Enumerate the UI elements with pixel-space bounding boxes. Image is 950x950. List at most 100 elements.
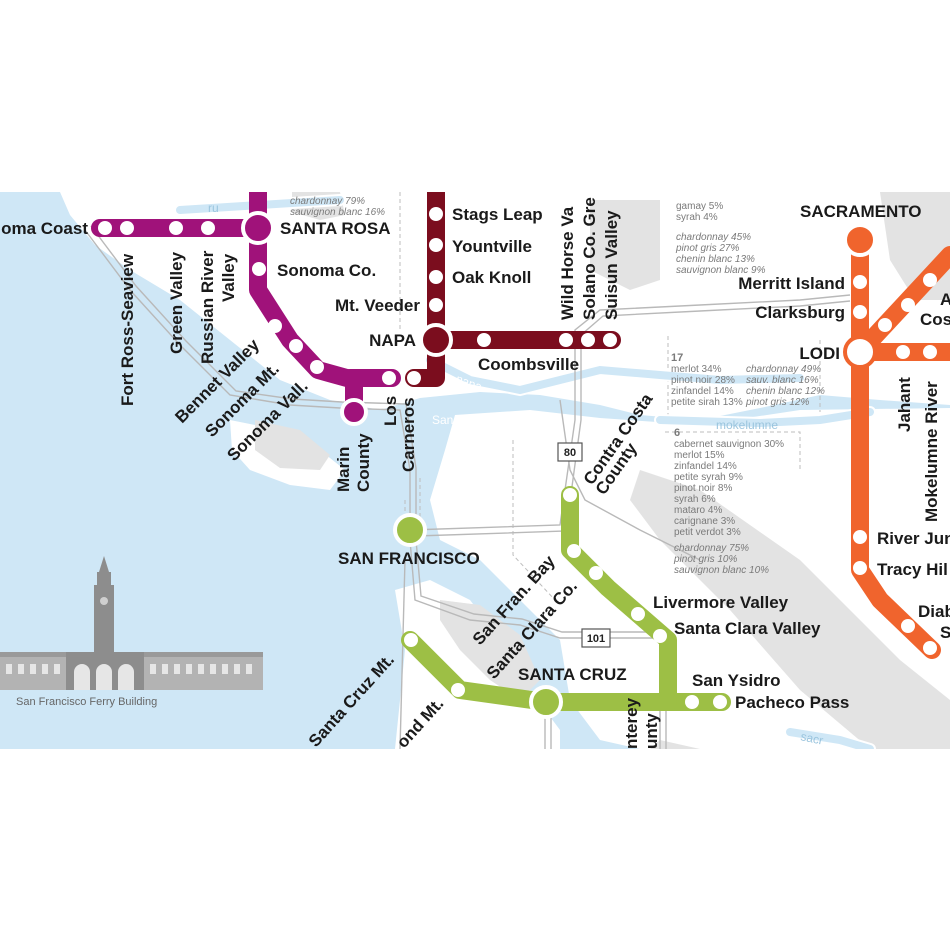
station-dot[interactable] [853,275,867,289]
station-dot[interactable] [451,683,465,697]
hub-stations [241,211,877,719]
label-livermore-valley: Livermore Valley [653,593,789,612]
label-sonoma-coast: oma Coast [1,219,88,238]
hub-santa-rosa[interactable] [241,211,275,245]
station-dot[interactable] [429,270,443,284]
water-label-mokelumne: mokelumne [716,418,778,432]
station-dot[interactable] [853,561,867,575]
stat-line: chardonnay 45% [676,232,751,243]
label-monterey-2: unty [642,713,661,749]
label-napa: NAPA [369,331,416,350]
stat-line: sauvignon blanc 16% [290,207,385,218]
station-dot[interactable] [289,339,303,353]
station-dot[interactable] [713,695,727,709]
station-dot[interactable] [896,345,910,359]
station-dot[interactable] [853,530,867,544]
label-river-jun: River Jun [877,529,950,548]
label-merritt-island: Merritt Island [738,274,845,293]
stat-line: pinot noir 8% [674,483,732,494]
highway-101-label: 101 [587,633,605,645]
station-dot[interactable] [407,371,421,385]
stat-line: carignane 3% [674,516,735,527]
bottom-margin [0,749,950,950]
station-dot[interactable] [310,360,324,374]
label-mt-veeder: Mt. Veeder [335,296,420,315]
stat-line: syrah 6% [674,494,716,505]
hub-marin[interactable] [340,398,368,426]
label-sonoma-co: Sonoma Co. [277,261,376,280]
district-number: 6 [674,427,680,439]
label-oak-knoll: Oak Knoll [452,268,531,287]
label-san-francisco: SAN FRANCISCO [338,549,480,568]
label-green-valley: Green Valley [167,251,186,354]
station-dot[interactable] [268,319,282,333]
water-label-san-fran-bay-2: Bay [442,503,463,517]
station-dot[interactable] [120,221,134,235]
station-dot[interactable] [901,298,915,312]
station-dot[interactable] [653,629,667,643]
ferry-building-illustration: San Francisco Ferry Building [0,556,263,708]
stat-line: pinot gris 12% [745,397,809,408]
hub-lodi[interactable] [843,335,877,369]
station-dot[interactable] [559,333,573,347]
district-number: 17 [671,352,683,364]
station-dot[interactable] [563,488,577,502]
stat-line: chenin blanc 12% [746,386,825,397]
stat-line: merlot 34% [671,364,722,375]
station-dot[interactable] [404,633,418,647]
station-dot[interactable] [589,566,603,580]
district-boundaries [399,192,821,601]
station-dot[interactable] [603,333,617,347]
label-los-carneros-2: Carneros [399,397,418,472]
label-russian-river-1: Russian River [198,250,217,364]
stat-line: petite syrah 9% [674,472,743,483]
station-dot[interactable] [429,298,443,312]
station-dot[interactable] [477,333,491,347]
station-dot[interactable] [923,345,937,359]
station-dot[interactable] [923,641,937,655]
station-dot[interactable] [201,221,215,235]
station-dot[interactable] [169,221,183,235]
stats-district-6: 6 cabernet sauvignon 30% merlot 15% zinf… [673,427,784,576]
label-cos-partial: Cos [920,310,950,329]
stats-district-17: 17 merlot 34% pinot noir 28% zinfandel 1… [671,352,825,408]
label-coombsville: Coombsville [478,355,579,374]
stat-line: chenin blanc 13% [676,254,755,265]
station-dot[interactable] [878,318,892,332]
ferry-building-caption: San Francisco Ferry Building [16,696,157,708]
station-dot[interactable] [901,619,915,633]
label-marin-1: Marin [334,447,353,492]
label-los-carneros-1: Los [381,396,400,426]
stat-line: sauv. blanc 16% [746,375,819,386]
hub-san-francisco[interactable] [393,513,427,547]
hub-napa[interactable] [419,323,453,357]
station-dot[interactable] [429,207,443,221]
label-lodi: LODI [799,344,840,363]
station-dot[interactable] [581,333,595,347]
label-pacheco-pass: Pacheco Pass [735,693,849,712]
stat-line: sauvignon blanc 9% [676,265,766,276]
stat-line: petite sirah 13% [671,397,743,408]
station-dot[interactable] [853,305,867,319]
hub-sacramento[interactable] [843,223,877,257]
label-san-ysidro: San Ysidro [692,671,781,690]
label-fort-ross: Fort Ross-Seaview [118,253,137,406]
station-dot[interactable] [923,273,937,287]
station-dot[interactable] [252,262,266,276]
stat-line: petit verdot 3% [674,527,741,538]
label-a-partial: A [940,290,950,309]
station-dot[interactable] [429,238,443,252]
label-tracy-hil: Tracy Hil [877,560,948,579]
stats-sonoma: chardonnay 79% sauvignon blanc 16% [290,196,385,218]
station-dot[interactable] [98,221,112,235]
label-wild-horse: Wild Horse Va [558,206,577,320]
stat-line: chardonnay 75% [674,543,749,554]
hub-santa-cruz[interactable] [529,685,563,719]
station-dot[interactable] [567,544,581,558]
station-dot[interactable] [631,607,645,621]
stat-line: pinot gris 10% [673,554,737,565]
station-dot[interactable] [382,371,396,385]
water-label-sacramento-river: sacr [799,729,824,747]
station-dot[interactable] [685,695,699,709]
